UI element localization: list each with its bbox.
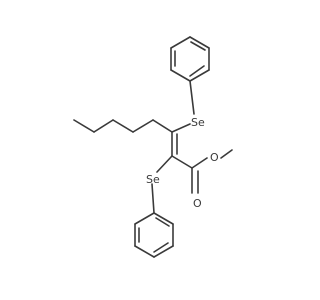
bond — [134, 245, 155, 258]
bond — [171, 155, 193, 169]
selenium-atom-label-lower: Se — [146, 173, 160, 186]
bond — [220, 149, 233, 159]
bond — [171, 123, 191, 133]
bond — [156, 155, 173, 173]
bond — [153, 212, 174, 225]
methyl-ester-group: O O — [191, 149, 233, 210]
bond — [189, 36, 210, 49]
aromatic-inner-bond — [155, 217, 170, 227]
lower-phenyl-ring — [134, 212, 174, 258]
bond — [93, 119, 114, 133]
upper-phenyl-ring — [170, 36, 210, 82]
pentyl-chain — [73, 119, 173, 133]
aromatic-inner-bond — [153, 242, 169, 253]
bond — [170, 36, 191, 49]
carbonyl-oxygen-label: O — [193, 197, 202, 210]
bond — [153, 245, 174, 258]
bond — [170, 69, 191, 82]
molecule-structure-diagram: Se Se O O — [73, 36, 233, 258]
selenium-atom-label-upper: Se — [191, 116, 205, 129]
bond — [134, 212, 155, 225]
aromatic-inner-bond — [190, 41, 206, 51]
bond — [112, 119, 134, 133]
aromatic-inner-bond — [189, 65, 205, 77]
bond — [189, 69, 210, 82]
bond — [73, 119, 95, 133]
ester-oxygen-label: O — [210, 151, 219, 164]
bond — [189, 80, 195, 115]
bond — [152, 119, 173, 133]
bond — [151, 183, 155, 214]
bond — [132, 119, 154, 133]
bond — [191, 157, 208, 169]
